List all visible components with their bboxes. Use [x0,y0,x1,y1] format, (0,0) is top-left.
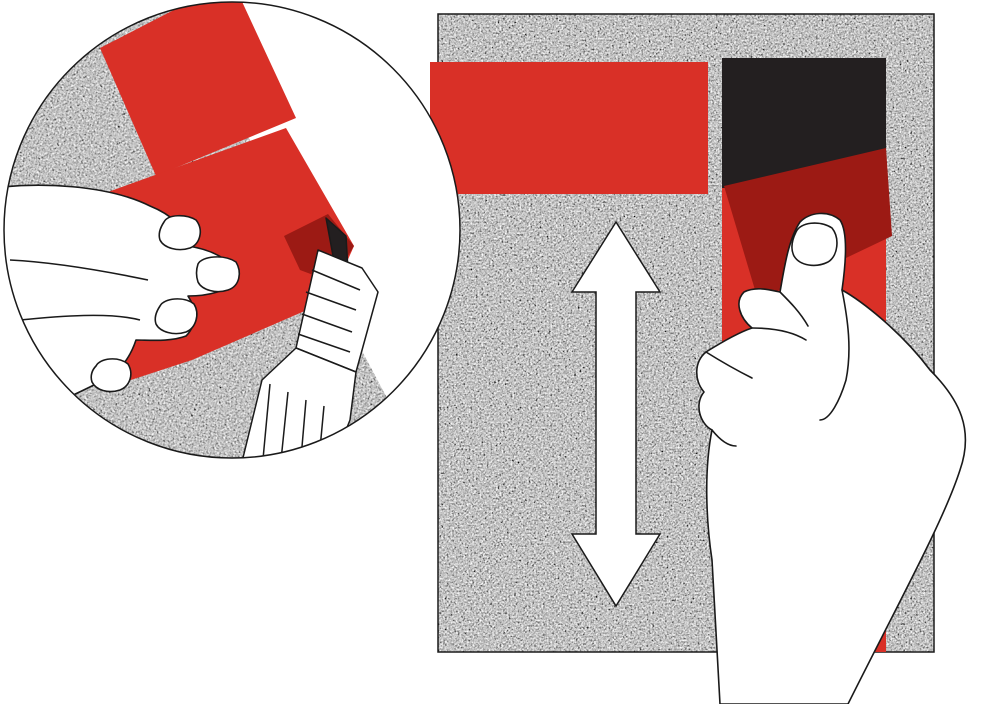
road-surface-panel [430,14,965,704]
red-tape-horizontal [430,62,708,194]
detail-inset [0,0,470,561]
